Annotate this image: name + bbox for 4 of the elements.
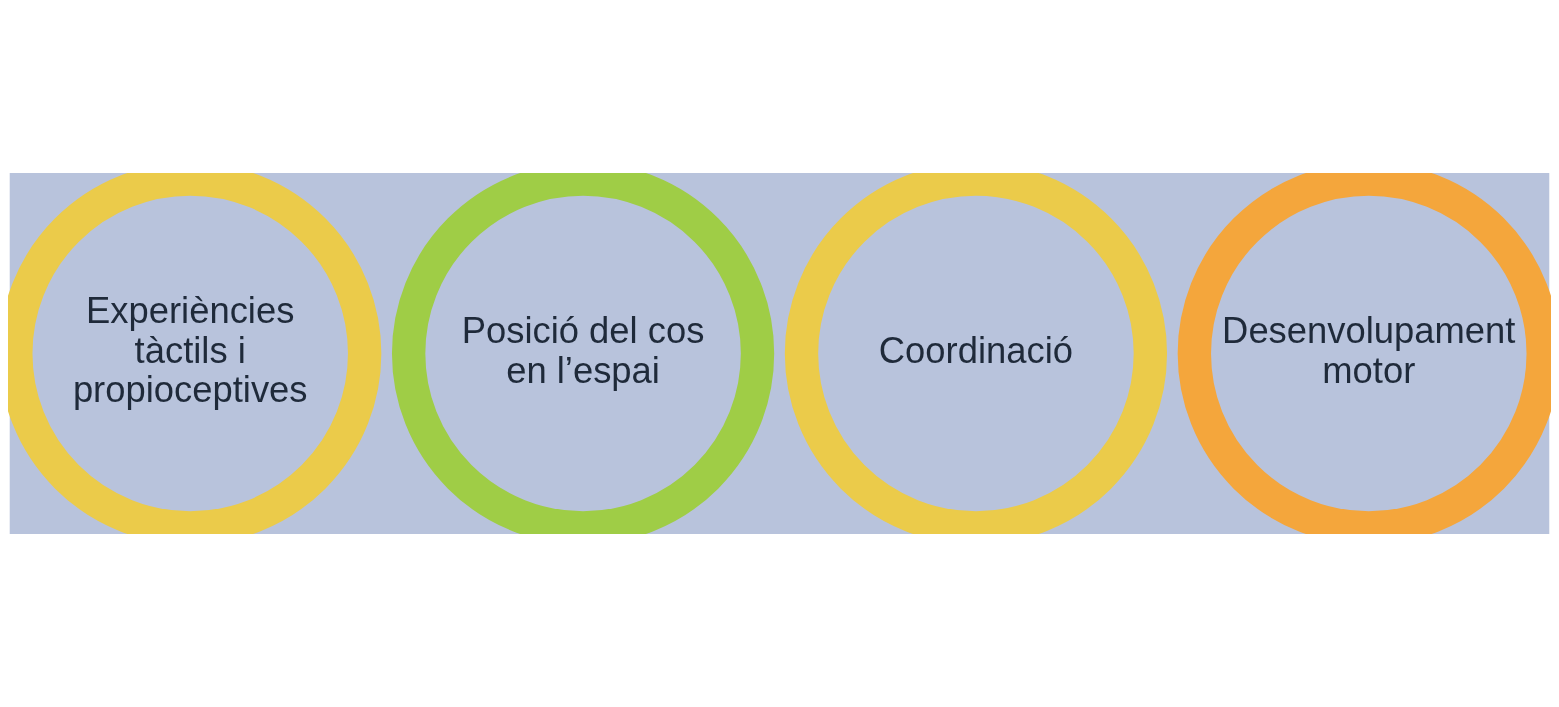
node-circle: Desenvolupament motor	[1177, 173, 1551, 534]
node-circle: Posició del cos en l’espai	[391, 173, 775, 534]
node-circle: Experiències tàctils i propioceptives	[8, 173, 382, 534]
node-circle: Coordinació	[784, 173, 1168, 534]
